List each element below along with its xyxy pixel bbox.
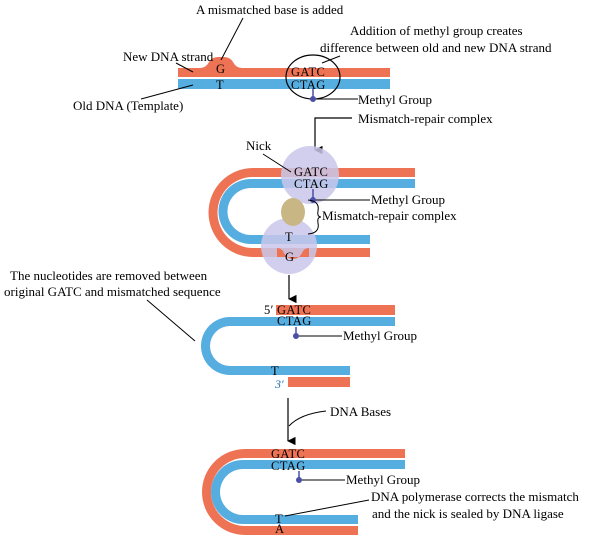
new-strand-bottom-3 [288, 377, 350, 387]
label-removed-2: original GATC and mismatched sequence [4, 284, 221, 299]
old-dna-strand [178, 79, 390, 89]
leader-polymerase [284, 499, 370, 517]
stage-1: G T GATC CTAG A mismatched base is added… [73, 2, 552, 155]
gatc-sequence-4: GATC [271, 447, 305, 461]
mismatched-base-g: G [216, 62, 225, 76]
leader-new-dna-strand [175, 62, 194, 73]
leader-mismatch-added [220, 17, 244, 61]
new-dna-strand [178, 57, 390, 77]
methyl-group-dot-3 [293, 333, 299, 339]
old-strand-loop [218, 179, 415, 244]
five-prime-label: 5′ [264, 303, 274, 317]
template-base-t-2: T [285, 230, 293, 244]
ctag-sequence: CTAG [291, 78, 326, 92]
mismatch-repair-protein [281, 198, 305, 226]
gatc-sequence-2: GATC [294, 165, 328, 179]
ctag-sequence-2: CTAG [294, 177, 329, 191]
ctag-sequence-3: CTAG [277, 314, 312, 328]
label-methyl-group-1: Methyl Group [358, 92, 432, 107]
mismatch-bump [277, 248, 309, 259]
ctag-sequence-4: CTAG [271, 459, 306, 473]
label-methyl-group-4: Methyl Group [346, 472, 420, 487]
corrected-base-a: A [275, 522, 284, 536]
leader-old-dna-template [140, 84, 194, 100]
label-methyl-group-2: Methyl Group [371, 192, 445, 207]
label-methyl-group-3: Methyl Group [343, 328, 417, 343]
stage-2: GATC CTAG T G Nick Methyl Group Mismatch… [208, 138, 457, 304]
label-removed-1: The nucleotides are removed between [10, 268, 208, 283]
label-dna-bases: DNA Bases [330, 404, 391, 419]
label-new-dna-strand: New DNA strand [123, 49, 214, 64]
template-base-t-3: T [271, 364, 279, 378]
leader-removed [146, 299, 196, 342]
new-strand-loop [208, 168, 415, 257]
label-methyl-note-1: Addition of methyl group creates [350, 23, 523, 38]
arrow-dna-bases [288, 410, 327, 427]
label-mismatch-repair-2: Mismatch-repair complex [322, 208, 457, 223]
gatc-sequence-3: GATC [277, 303, 311, 317]
leader-methyl-note [321, 55, 341, 64]
template-base-t: T [216, 78, 224, 92]
label-polymerase-2: and the nick is sealed by DNA ligase [372, 506, 564, 521]
stage-3: 5′ GATC CTAG T 3′ Methyl Group The nucle… [4, 268, 417, 446]
old-strand-loop-4 [211, 460, 405, 524]
label-mismatch-repair-1: Mismatch-repair complex [358, 111, 493, 126]
label-methyl-note-2: difference between old and new DNA stran… [320, 40, 552, 55]
new-strand-loop-4 [202, 449, 405, 535]
label-polymerase-1: DNA polymerase corrects the mismatch [371, 489, 579, 504]
label-nick: Nick [246, 138, 272, 153]
template-base-t-4: T [275, 512, 283, 526]
label-old-dna-template: Old DNA (Template) [73, 98, 183, 113]
three-prime-label: 3′ [274, 377, 284, 391]
repair-enzyme-top [281, 146, 339, 204]
repair-enzyme-bottom [261, 218, 317, 274]
leader-nick [262, 153, 292, 173]
methyl-group-dot [310, 96, 316, 102]
stage-4: GATC CTAG T A Methyl Group DNA polymeras… [202, 447, 579, 536]
label-mismatch-added: A mismatched base is added [196, 2, 344, 17]
arrow-to-stage-2 [314, 117, 352, 155]
gatc-sequence: GATC [291, 65, 325, 79]
new-strand-top-3 [276, 305, 395, 315]
old-strand-loop-3 [201, 317, 395, 375]
methyl-group-dot-4 [296, 477, 302, 483]
mismatched-base-g-2: G [285, 250, 294, 264]
bracket-mismatch-repair [307, 199, 322, 235]
